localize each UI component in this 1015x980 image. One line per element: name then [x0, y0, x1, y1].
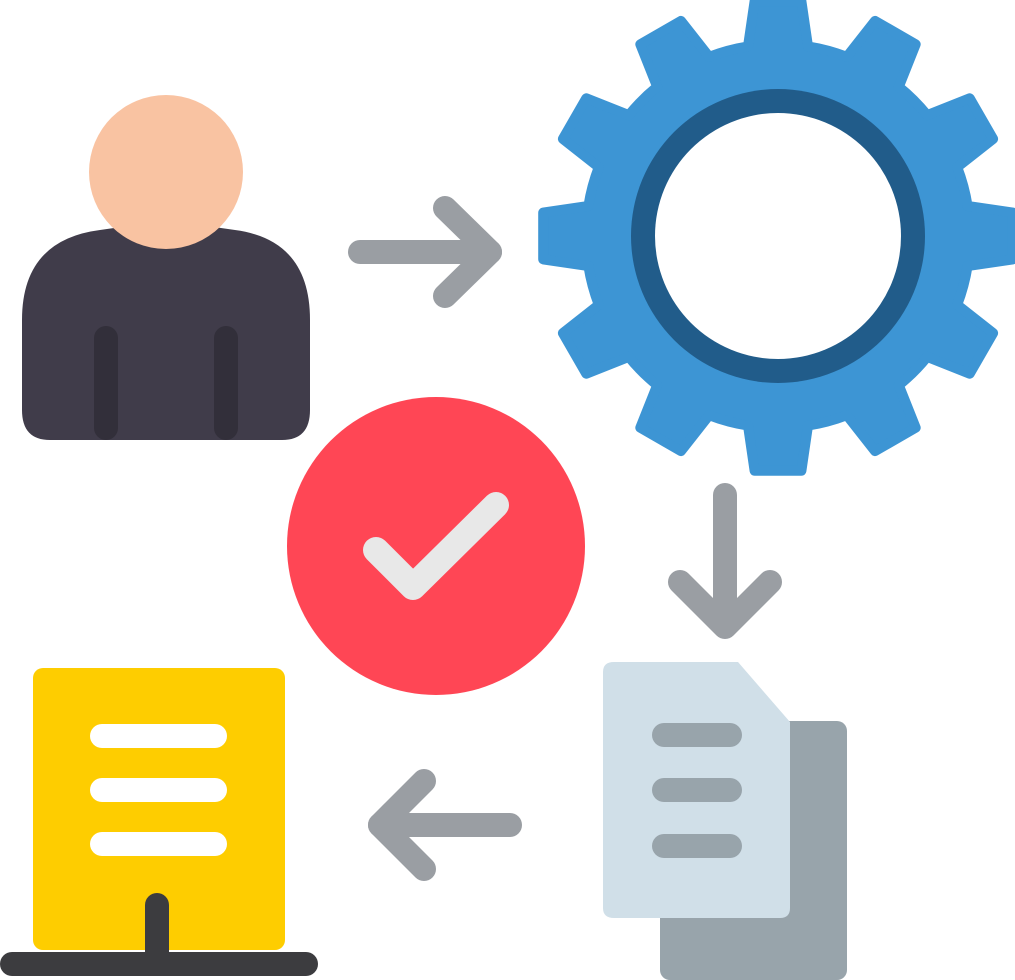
- arrow-left-icon: [368, 769, 522, 881]
- documents-icon: [603, 662, 847, 980]
- check-circle: [287, 397, 585, 695]
- board-stand-pole: [145, 893, 169, 968]
- gear-icon: [538, 0, 1015, 476]
- board-stand-icon: [0, 668, 318, 976]
- arrow-right-icon: [348, 196, 502, 308]
- document-line-1: [652, 723, 742, 747]
- person-head: [89, 95, 243, 249]
- gear-hole: [655, 113, 901, 359]
- person-fold-left: [94, 326, 118, 440]
- document-line-3: [652, 834, 742, 858]
- person-body: [22, 225, 310, 440]
- board-line-1: [90, 724, 227, 748]
- board-line-3: [90, 832, 227, 856]
- checkmark-icon: [287, 397, 585, 695]
- person-fold-right: [214, 326, 238, 440]
- board-line-2: [90, 778, 227, 802]
- arrow-down-icon: [668, 483, 782, 639]
- person-icon: [22, 95, 310, 440]
- check-mark: [363, 492, 509, 600]
- document-line-2: [652, 778, 742, 802]
- board-stand-base: [0, 952, 318, 976]
